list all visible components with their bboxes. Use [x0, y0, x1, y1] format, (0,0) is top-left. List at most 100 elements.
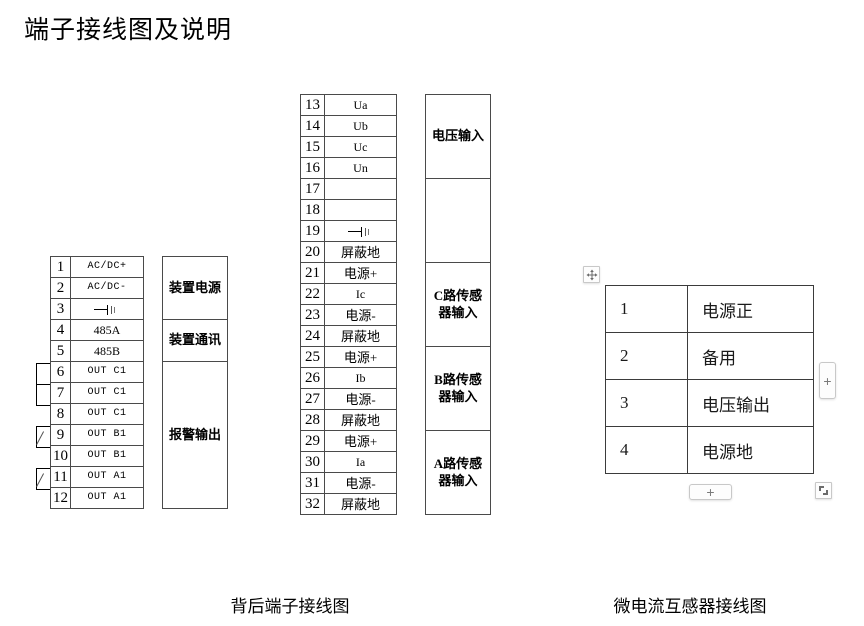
left-label-5: 485B: [70, 340, 144, 362]
table-resize-handle[interactable]: [815, 482, 832, 499]
middle-label-19-ground: [324, 220, 397, 242]
middle-number-15: 15: [300, 136, 325, 158]
left-label-1: AC/DC+: [70, 256, 144, 278]
table-row: 17: [300, 178, 397, 200]
ground-icon: [94, 304, 120, 316]
middle-label-25: 电源+: [324, 346, 397, 368]
relay-bracket-11-12: [36, 468, 50, 490]
add-column-button[interactable]: +: [819, 362, 836, 399]
middle-number-16: 16: [300, 157, 325, 179]
middle-label-29: 电源+: [324, 430, 397, 452]
middle-number-32: 32: [300, 493, 325, 515]
middle-label-22: Ic: [324, 283, 397, 305]
page-title: 端子接线图及说明: [24, 17, 233, 44]
middle-number-17: 17: [300, 178, 325, 200]
middle-group-1: 电压输入: [425, 94, 491, 179]
left-number-1: 1: [50, 256, 71, 278]
sensor-row-index-4[interactable]: 4: [605, 426, 688, 474]
relay-bracket-6-7: [36, 363, 50, 385]
table-row: 18: [300, 199, 397, 221]
middle-number-18: 18: [300, 199, 325, 221]
group-row: C路传感器输入: [425, 262, 491, 347]
middle-label-31: 电源-: [324, 472, 397, 494]
ground-icon: [347, 226, 374, 238]
middle-label-13: Ua: [324, 94, 397, 116]
middle-label-15: Uc: [324, 136, 397, 158]
middle-group-4: B路传感器输入: [425, 346, 491, 431]
middle-label-24: 屏蔽地: [324, 325, 397, 347]
sensor-row-value-3[interactable]: 电压输出: [687, 379, 814, 427]
sensor-row-index-3[interactable]: 3: [605, 379, 688, 427]
table-row: 19: [300, 220, 397, 242]
left-number-8: 8: [50, 403, 71, 425]
left-group-1: 装置电源: [162, 256, 228, 320]
caption-right: 微电流互感器接线图: [613, 597, 767, 616]
middle-label-27: 电源-: [324, 388, 397, 410]
left-number-12: 12: [50, 487, 71, 509]
left-number-2: 2: [50, 277, 71, 299]
middle-group-3: C路传感器输入: [425, 262, 491, 347]
middle-number-19: 19: [300, 220, 325, 242]
left-label-6: OUT C1: [70, 361, 144, 383]
middle-label-30: Ia: [324, 451, 397, 473]
middle-label-16: Un: [324, 157, 397, 179]
relay-bracket-7-8: [36, 384, 50, 406]
left-label-11: OUT A1: [70, 466, 144, 488]
group-row: [425, 178, 491, 263]
middle-number-20: 20: [300, 241, 325, 263]
table-move-handle[interactable]: [583, 266, 600, 283]
sensor-row-index-1[interactable]: 1: [605, 285, 688, 333]
left-group-2: 装置通讯: [162, 319, 228, 362]
group-row: B路传感器输入: [425, 346, 491, 431]
middle-number-13: 13: [300, 94, 325, 116]
left-label-10: OUT B1: [70, 445, 144, 467]
left-label-7: OUT C1: [70, 382, 144, 404]
sensor-row-value-2[interactable]: 备用: [687, 332, 814, 380]
left-number-10: 10: [50, 445, 71, 467]
group-row: 电压输入: [425, 94, 491, 179]
add-column-plus-icon: +: [823, 372, 832, 389]
left-label-12: OUT A1: [70, 487, 144, 509]
left-label-4: 485A: [70, 319, 144, 341]
sensor-row-index-2[interactable]: 2: [605, 332, 688, 380]
middle-label-32: 屏蔽地: [324, 493, 397, 515]
left-number-6: 6: [50, 361, 71, 383]
sensor-row-value-1[interactable]: 电源正: [687, 285, 814, 333]
middle-label-23: 电源-: [324, 304, 397, 326]
sensor-row-value-4[interactable]: 电源地: [687, 426, 814, 474]
left-group-3: 报警输出: [162, 361, 228, 509]
group-row: 装置通讯: [162, 319, 228, 362]
middle-label-14: Ub: [324, 115, 397, 137]
middle-label-28: 屏蔽地: [324, 409, 397, 431]
group-row: A路传感器输入: [425, 430, 491, 515]
add-row-button[interactable]: +: [689, 484, 732, 500]
middle-number-31: 31: [300, 472, 325, 494]
left-number-7: 7: [50, 382, 71, 404]
group-row: 装置电源: [162, 256, 228, 320]
add-row-plus-icon: +: [706, 484, 715, 500]
